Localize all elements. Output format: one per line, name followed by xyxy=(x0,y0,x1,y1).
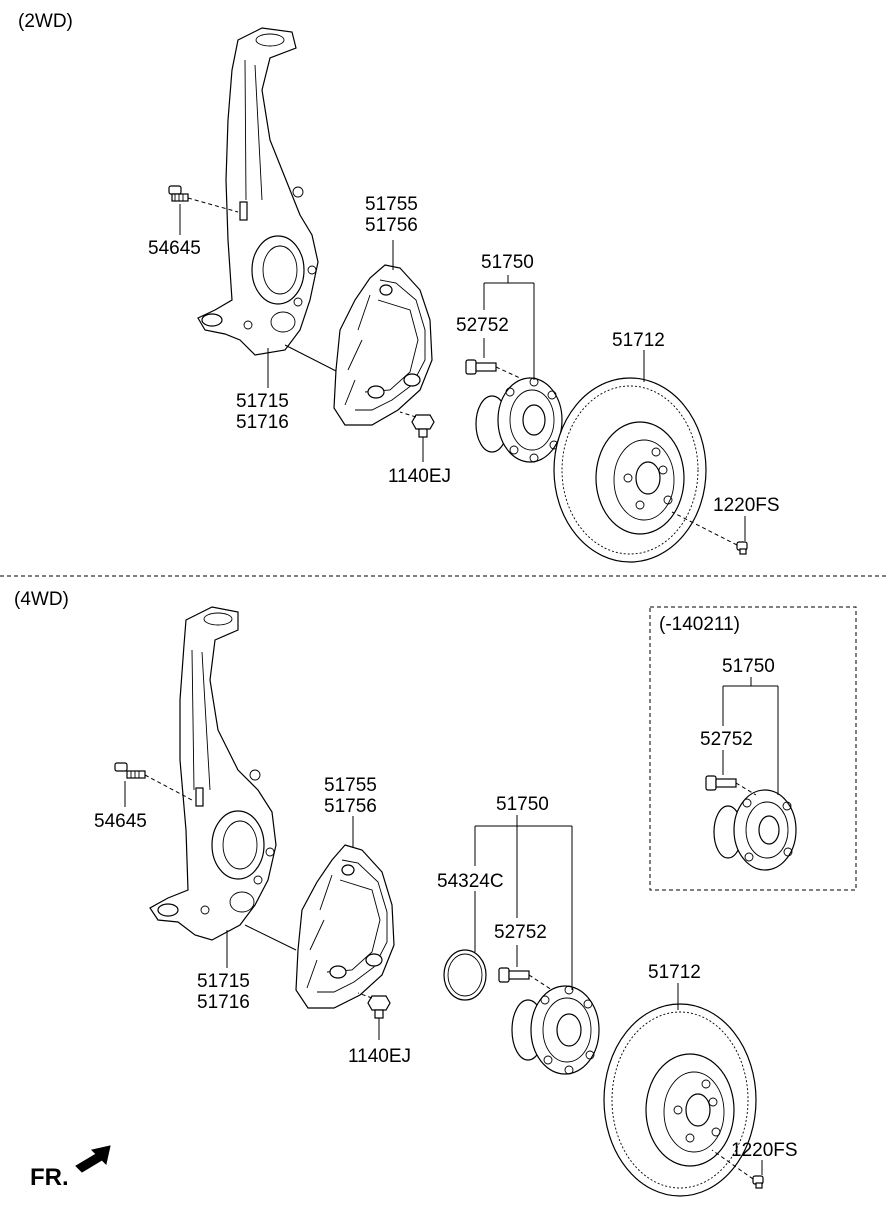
leader-knuckle-cover-2wd xyxy=(284,344,339,373)
label-cover-a-2wd: 51755 xyxy=(365,194,418,215)
front-indicator-label: FR. xyxy=(30,1164,69,1191)
label-hub-bolt-inset: 52752 xyxy=(700,729,753,750)
cover-bolt-4wd[interactable] xyxy=(357,992,391,1019)
label-bolt-4wd: 54645 xyxy=(94,811,147,832)
knuckle-4wd[interactable] xyxy=(149,606,277,941)
hub-bolt-inset[interactable] xyxy=(705,775,757,796)
front-indicator: FR. xyxy=(30,1145,111,1191)
label-bolt-2wd: 54645 xyxy=(148,238,201,259)
label-hub-bolt-2wd: 52752 xyxy=(456,315,509,336)
brake-disc-2wd[interactable] xyxy=(553,377,707,563)
label-knuckle-b-2wd: 51716 xyxy=(236,412,289,433)
label-disc-2wd: 51712 xyxy=(612,330,665,351)
hub-bolt-2wd[interactable] xyxy=(465,359,521,379)
hub-assembly-4wd[interactable] xyxy=(511,985,600,1075)
hub-assembly-inset[interactable] xyxy=(713,789,797,871)
dust-cover-4wd[interactable] xyxy=(295,844,395,1009)
label-disc-screw-4wd: 1220FS xyxy=(731,1140,798,1161)
group-4wd: 54645 51715 51716 51755 51756 1140EJ xyxy=(94,606,798,1197)
leader-knuckle-cover-4wd xyxy=(244,924,297,951)
inset-frame xyxy=(649,606,857,891)
disc-screw-2wd[interactable] xyxy=(671,511,748,555)
label-knuckle-b-4wd: 51716 xyxy=(197,992,250,1013)
knuckle-2wd[interactable] xyxy=(197,27,319,356)
label-snap-ring: 54324C xyxy=(437,871,504,892)
snap-ring-4wd[interactable] xyxy=(443,949,487,1001)
knuckle-bolt-4wd[interactable] xyxy=(114,762,193,801)
label-knuckle-a-2wd: 51715 xyxy=(236,391,289,412)
section-label-2wd: (2WD) xyxy=(18,11,73,32)
label-cover-bolt-4wd: 1140EJ xyxy=(348,1046,411,1067)
label-hub-inset: 51750 xyxy=(722,656,775,677)
cover-bolt-2wd[interactable] xyxy=(399,411,435,438)
label-hub-2wd: 51750 xyxy=(481,252,534,273)
dust-cover-2wd[interactable] xyxy=(333,264,433,426)
label-cover-a-4wd: 51755 xyxy=(324,775,377,796)
disc-screw-4wd[interactable] xyxy=(711,1149,764,1189)
label-hub-bolt-4wd: 52752 xyxy=(494,922,547,943)
label-cover-b-4wd: 51756 xyxy=(324,796,377,817)
group-2wd: 54645 51715 51716 51755 51756 1140EJ xyxy=(148,27,780,563)
label-knuckle-a-4wd: 51715 xyxy=(197,971,250,992)
section-label-4wd: (4WD) xyxy=(14,589,69,610)
inset-group: (-140211) 51750 52752 xyxy=(649,606,857,891)
label-disc-screw-2wd: 1220FS xyxy=(713,495,780,516)
inset-title: (-140211) xyxy=(659,614,740,635)
front-arrow-icon xyxy=(75,1145,111,1173)
label-hub-4wd: 51750 xyxy=(496,794,549,815)
hub-assembly-2wd[interactable] xyxy=(475,377,563,463)
label-cover-b-2wd: 51756 xyxy=(365,215,418,236)
brake-disc-4wd[interactable] xyxy=(603,1003,757,1197)
hub-bolt-4wd[interactable] xyxy=(498,967,553,991)
label-cover-bolt-2wd: 1140EJ xyxy=(388,466,451,487)
label-disc-4wd: 51712 xyxy=(648,962,701,983)
knuckle-bolt-2wd[interactable] xyxy=(168,185,239,213)
